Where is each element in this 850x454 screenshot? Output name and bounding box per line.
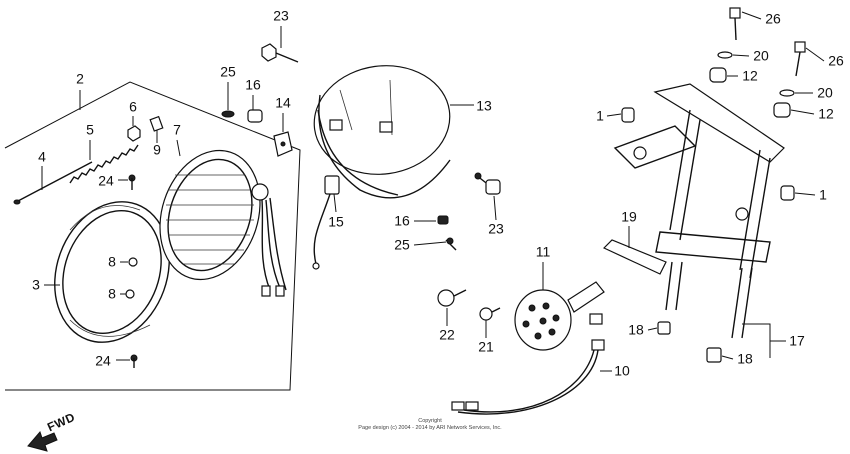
fwd-arrow-icon (27, 431, 58, 452)
part-18-nut-left (657, 321, 671, 335)
callout-13: 13 (476, 98, 492, 114)
leader-lines (41, 11, 825, 372)
part-18-nut-right (706, 347, 722, 363)
part-26-bolt-right (794, 41, 806, 77)
part-1-collar-lower (780, 185, 795, 201)
callout-5: 5 (86, 122, 94, 138)
callout-25-upper: 25 (220, 64, 236, 80)
part-19-plate (602, 239, 667, 275)
part-22-bolt (437, 289, 467, 307)
callout-19: 19 (621, 209, 637, 225)
callout-17: 17 (789, 333, 805, 349)
part-10-wire (451, 313, 605, 415)
callout-22: 22 (439, 327, 455, 343)
callout-12-right: 12 (818, 106, 834, 122)
part-4-bolt (13, 161, 93, 205)
callout-20-right: 20 (817, 85, 833, 101)
callout-10: 10 (614, 363, 630, 379)
part-8-screw-upper (128, 257, 138, 267)
callout-2: 2 (76, 71, 84, 87)
part-8-screw-lower (125, 289, 135, 299)
callout-24-upper: 24 (98, 173, 114, 189)
part-6-nut (127, 125, 141, 142)
callout-18-right: 18 (737, 351, 753, 367)
callout-21: 21 (478, 339, 494, 355)
headlight-assembly-box (4, 81, 301, 391)
part-17-headlight-stay (613, 83, 785, 339)
part-12-mount-left (709, 67, 727, 83)
callout-26-right: 26 (828, 53, 844, 69)
copyright-line-1: Copyright (418, 418, 442, 424)
part-14-bracket (273, 131, 293, 157)
part-20-washer-right (779, 89, 795, 97)
part-25-washer-upper (221, 110, 235, 118)
part-23-bolt-lower (474, 172, 501, 195)
part-26-bolt-left (729, 7, 741, 41)
part-24-screw-upper (128, 174, 136, 190)
callout-8-lower: 8 (108, 286, 116, 302)
callout-4: 4 (38, 149, 46, 165)
callout-1-upper: 1 (596, 108, 604, 124)
callout-12-left: 12 (742, 68, 758, 84)
part-21-bolt (479, 307, 501, 321)
callout-16-upper: 16 (245, 77, 261, 93)
callout-20-left: 20 (753, 48, 769, 64)
callout-23-lower: 23 (488, 221, 504, 237)
callout-6: 6 (129, 99, 137, 115)
copyright-notice: Copyright Page design (c) 2004 - 2014 by… (310, 418, 550, 432)
part-25-washer-middle (445, 237, 457, 251)
callout-15: 15 (328, 214, 344, 230)
part-16-grommet-middle (437, 215, 449, 225)
callout-7: 7 (173, 122, 181, 138)
part-13-headlight-case (313, 65, 451, 199)
part-23-bolt-upper (261, 43, 299, 63)
callout-1-lower: 1 (819, 187, 827, 203)
part-12-mount-right (773, 102, 791, 118)
callout-26-left: 26 (765, 11, 781, 27)
callout-11: 11 (536, 244, 551, 260)
part-24-screw-lower (130, 354, 138, 368)
part-16-grommet-upper (247, 109, 263, 123)
part-20-washer-left (717, 51, 733, 59)
part-1-collar-upper (621, 107, 635, 123)
part-15-wire (312, 175, 340, 270)
part-5-spring (69, 144, 139, 184)
callout-18-left: 18 (628, 322, 644, 338)
part-9-clip (149, 115, 164, 132)
copyright-line-2: Page design (c) 2004 - 2014 by ARI Netwo… (358, 425, 502, 431)
callout-9: 9 (153, 142, 161, 158)
callout-3: 3 (32, 277, 40, 293)
part-7-headlight-unit (159, 149, 287, 297)
part-3-headlight-rim (54, 201, 170, 343)
callout-16-middle: 16 (394, 213, 410, 229)
callout-25-middle: 25 (394, 237, 410, 253)
part-11-horn (514, 281, 605, 351)
callout-8-upper: 8 (108, 254, 116, 270)
callout-14: 14 (275, 95, 291, 111)
callout-24-lower: 24 (95, 353, 111, 369)
callout-labels: 2 6 5 7 9 4 24 8 3 8 24 23 25 16 14 13 1… (32, 8, 844, 379)
callout-23-upper: 23 (273, 8, 289, 24)
